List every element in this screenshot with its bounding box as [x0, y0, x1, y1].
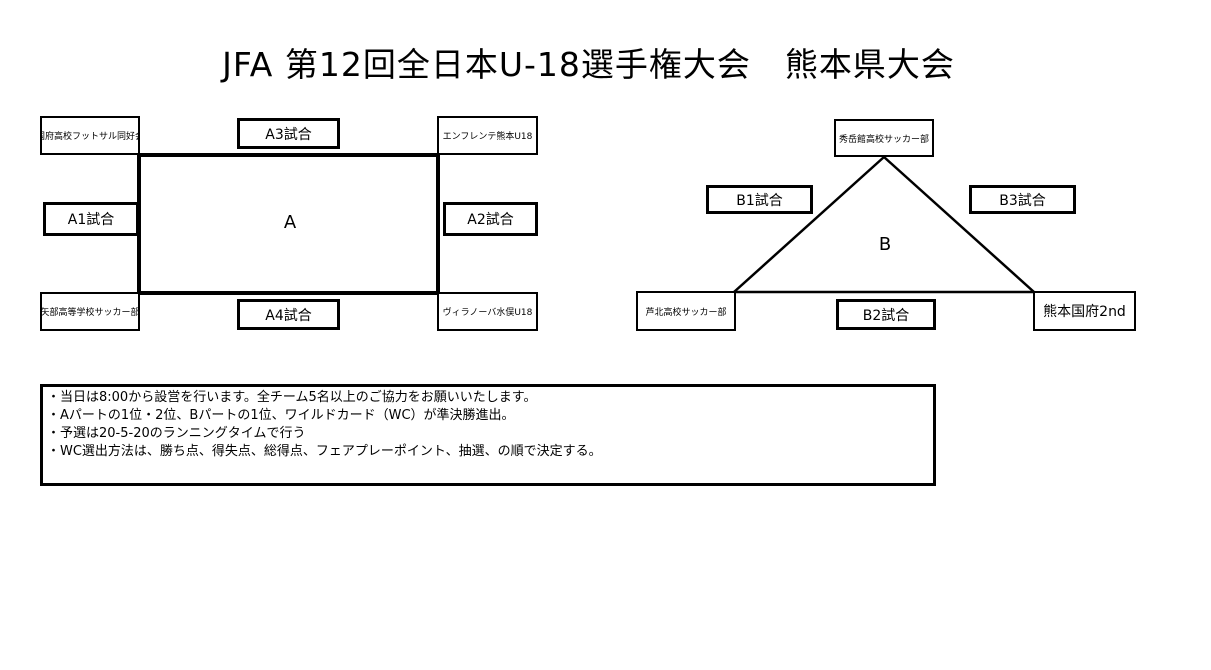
note-line: ・Aパートの1位・2位、Bパートの1位、ワイルドカード（WC）が準決勝進出。: [47, 408, 515, 423]
match-a4: A4試合: [237, 299, 340, 330]
team-b-bottom-left: 芦北高校サッカー部: [636, 291, 736, 331]
team-b-bottom-right: 熊本国府2nd: [1033, 291, 1136, 331]
team-a-top-left: 国府高校フットサル同好会: [40, 116, 140, 155]
team-a-bottom-left: 矢部高等学校サッカー部: [40, 292, 140, 331]
match-b2: B2試合: [836, 299, 936, 330]
group-b-left-edge: [733, 156, 885, 293]
notes-box: ・当日は8:00から設営を行います。全チーム5名以上のご協力をお願いいたします。…: [40, 384, 936, 486]
match-b1: B1試合: [706, 185, 813, 214]
group-a-label: A: [283, 212, 297, 233]
note-line: ・WC選出方法は、勝ち点、得失点、総得点、フェアプレーポイント、抽選、の順で決定…: [47, 444, 602, 459]
team-b-top: 秀岳館高校サッカー部: [834, 119, 934, 157]
page-title: JFA 第12回全日本U-18選手権大会 熊本県大会: [222, 45, 955, 84]
match-a2: A2試合: [443, 202, 538, 236]
match-b3: B3試合: [969, 185, 1076, 214]
group-a-rectangle: [137, 153, 440, 295]
match-a3: A3試合: [237, 118, 340, 149]
team-a-bottom-right: ヴィラノーバ水俣U18: [437, 292, 538, 331]
match-a1: A1試合: [43, 202, 139, 236]
team-a-top-right: エンフレンテ熊本U18: [437, 116, 538, 155]
note-line: ・予選は20-5-20のランニングタイムで行う: [47, 426, 306, 441]
group-b-label: B: [878, 234, 892, 255]
group-b-right-edge: [883, 156, 1035, 293]
note-line: ・当日は8:00から設営を行います。全チーム5名以上のご協力をお願いいたします。: [47, 390, 537, 405]
